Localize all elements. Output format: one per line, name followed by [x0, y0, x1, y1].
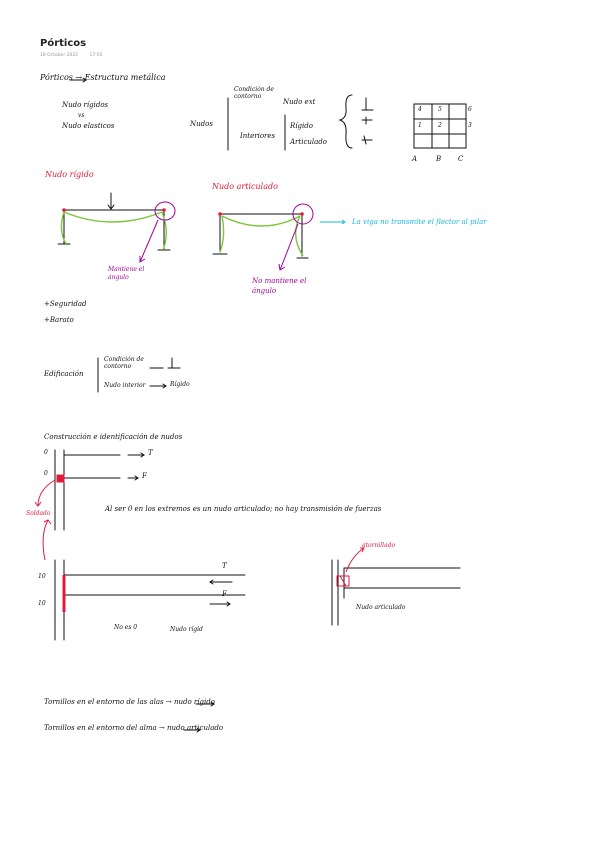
label-T-1: T — [148, 449, 153, 457]
label-nudo-rigid: Nudo rígid — [170, 626, 203, 633]
label-construccion: Construcción e identificación de nudos — [44, 433, 183, 441]
heading-porticos: Pórticos → Estructura metálica — [40, 73, 166, 82]
label-nudo-articulado-title: Nudo articulado — [212, 182, 278, 191]
label-no-es-cero: No es 0 — [114, 624, 138, 631]
label-T-2: T — [222, 562, 227, 570]
label-atornillado: atornillado — [362, 542, 396, 549]
grid-label: 5 — [438, 106, 442, 113]
label-nudos: Nudos — [190, 120, 213, 128]
label-zero: 0 — [44, 470, 48, 477]
label-vs: vs — [78, 112, 85, 119]
label-al-ser-cero: Al ser 0 en los extremos es un nudo arti… — [105, 505, 382, 513]
page-title: Pórticos — [40, 38, 87, 49]
label-zero: 0 — [44, 449, 48, 456]
label-condicion-contorno: Condición de contorno — [234, 86, 274, 100]
label-nudo-ext: Nudo ext — [283, 98, 316, 106]
label-ten: 10 — [38, 573, 46, 580]
label-barato: +Barato — [44, 316, 74, 324]
label-ed-nudo-interior: Nudo interior — [104, 382, 146, 389]
label-mantiene-angulo: Mantiene el ángulo — [108, 266, 145, 281]
page-time: 17:05 — [89, 53, 103, 58]
grid-label: 1 — [418, 122, 422, 129]
label-tornillos-alma: Tornillos en el entorno del alma → nudo … — [44, 724, 224, 732]
grid-col-label: C — [458, 155, 464, 163]
label-no-mantiene-angulo: No mantiene el ángulo — [252, 277, 307, 295]
label-articulado: Articulado — [290, 138, 327, 146]
grid-label: 4 — [418, 106, 422, 113]
label-nudo-articulado: Nudo articulado — [356, 604, 406, 611]
page-meta: 18 October 2022 17:05 — [40, 53, 112, 58]
label-nudo-rigido-title: Nudo rígido — [45, 170, 94, 179]
label-rigido: Rígido — [290, 122, 313, 130]
grid-label: 2 — [438, 122, 442, 129]
label-nudo-elasticos: Nudo elasticos — [62, 122, 115, 130]
label-soldado: Soldado — [26, 510, 51, 517]
page-date: 18 October 2022 — [40, 53, 79, 58]
label-F-2: F — [222, 590, 227, 598]
label-ed-condicion: Condición de contorno — [104, 356, 144, 370]
label-F-1: F — [142, 472, 147, 480]
grid-label: 3 — [468, 122, 472, 129]
label-nudo-rigidos: Nudo rígidos — [62, 101, 109, 109]
label-viga-note: La viga no transmite el flector al pilar — [352, 218, 487, 226]
label-edificacion: Edificación — [44, 370, 84, 378]
label-ed-rigido: Rígido — [170, 381, 190, 388]
label-seguridad: +Seguridad — [44, 300, 87, 308]
grid-label: 6 — [468, 106, 472, 113]
label-tornillos-alas: Tornillos en el entorno de las alas → nu… — [44, 698, 215, 706]
grid-col-label: A — [412, 155, 418, 163]
label-ten: 10 — [38, 600, 46, 607]
grid-col-label: B — [436, 155, 442, 163]
label-interiores: Interiores — [240, 132, 276, 140]
